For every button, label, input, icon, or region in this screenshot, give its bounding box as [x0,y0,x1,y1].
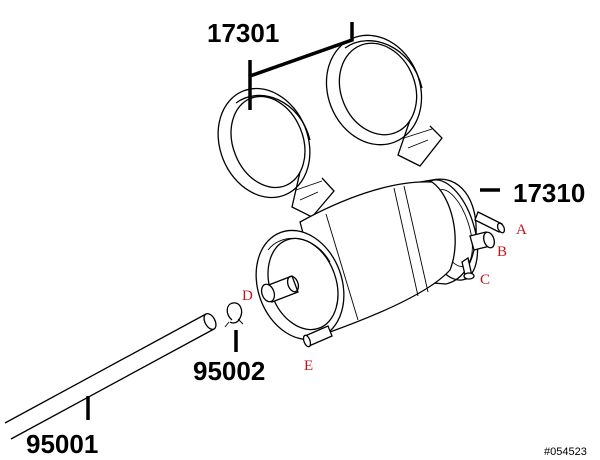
port-label-c: C [480,272,490,288]
port-label-d: D [242,288,253,304]
port-label-e: E [304,358,313,374]
part-number-hose: 95001 [26,429,98,459]
hose-95001 [4,312,217,440]
canister-17310 [255,178,506,348]
clamp-17301-rear [325,34,443,167]
port-label-b: B [497,244,507,260]
clip-95002 [224,302,244,352]
port-label-a: A [516,222,527,238]
reference-id: #054523 [544,446,587,458]
part-number-canister: 17310 [513,178,585,208]
clamp-17301-front [217,87,335,218]
part-number-clip: 95002 [193,356,265,386]
part-number-clamps: 17301 [207,18,279,48]
clamps-bracket-leader [248,22,354,110]
